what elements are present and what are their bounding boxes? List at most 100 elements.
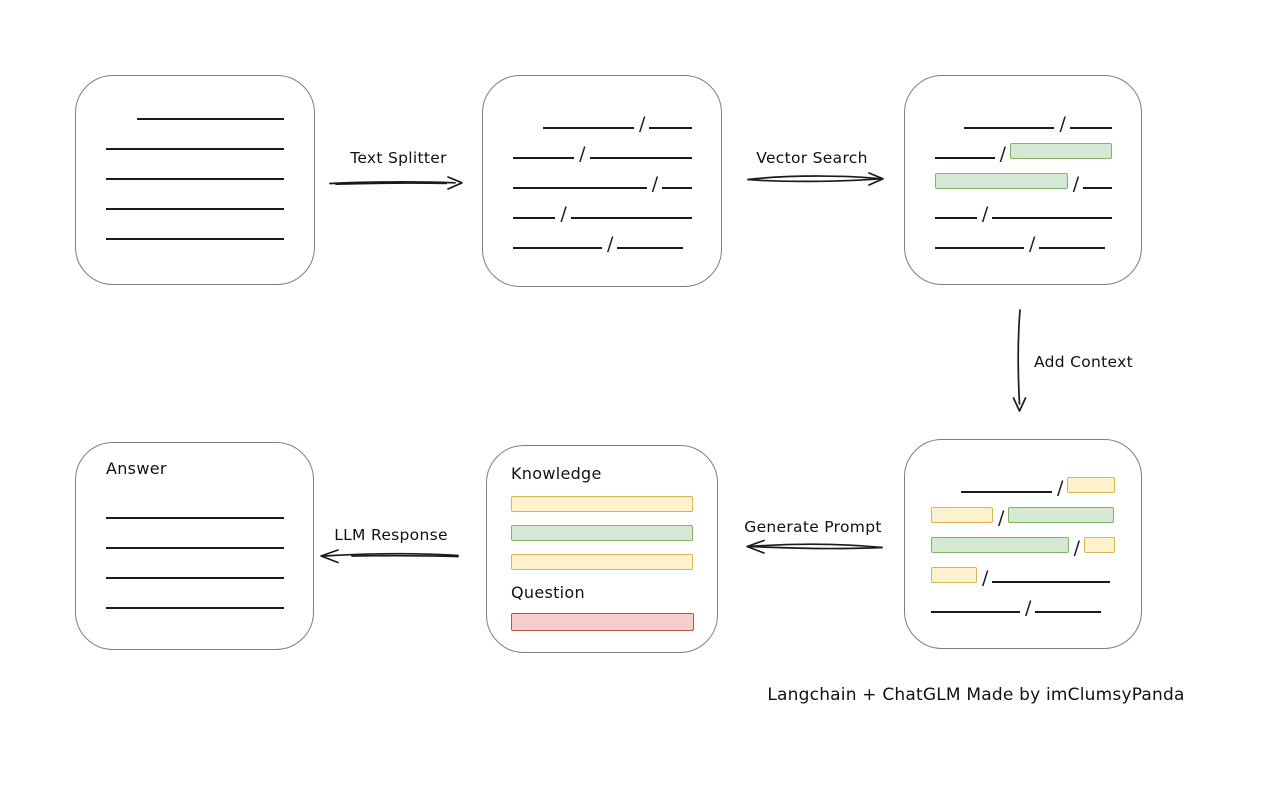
text-line	[106, 238, 284, 240]
text-line	[570, 217, 692, 219]
text-line	[964, 127, 1055, 129]
text-line	[106, 148, 284, 150]
text-line	[960, 491, 1052, 493]
yellow-highlight-chip	[1084, 537, 1115, 553]
slash-separator: /	[982, 567, 989, 589]
text-row	[106, 120, 284, 150]
context-chunks-box: / / / / /	[904, 439, 1142, 649]
indent-spacer	[513, 128, 543, 129]
text-line	[1083, 187, 1112, 189]
text-row: /	[931, 463, 1115, 499]
text-splitter-label: Text Splitter	[350, 149, 447, 167]
text-line	[106, 208, 284, 210]
knowledge-chips	[511, 496, 693, 570]
text-line	[662, 187, 692, 189]
slash-separator: /	[1059, 113, 1066, 135]
text-line	[106, 517, 284, 519]
slash-separator: /	[651, 173, 659, 195]
context-chunk-lines: / / / / /	[931, 463, 1115, 619]
slash-separator: /	[1056, 477, 1064, 499]
red-highlight-chip	[511, 613, 694, 631]
yellow-highlight-chip	[511, 496, 693, 512]
text-row: /	[931, 523, 1115, 559]
indent-spacer	[931, 492, 961, 493]
text-row: /	[935, 189, 1112, 224]
slash-separator: /	[1025, 597, 1032, 619]
generate-prompt-label: Generate Prompt	[744, 518, 882, 536]
vector-result-lines: /////	[935, 99, 1112, 255]
text-line	[935, 247, 1024, 249]
split-chunks-box: / / / / /	[482, 75, 722, 287]
text-row	[106, 549, 284, 579]
text-line	[589, 157, 692, 159]
text-row: /	[513, 219, 692, 255]
text-row: /	[931, 493, 1115, 529]
text-row: /	[931, 553, 1115, 589]
slash-separator: /	[579, 143, 586, 165]
green-highlight-chip	[1010, 143, 1112, 159]
yellow-highlight-chip	[931, 507, 993, 523]
text-row	[106, 519, 284, 549]
text-line	[931, 611, 1020, 613]
green-highlight-chip	[935, 173, 1068, 189]
add-context-label: Add Context	[1034, 353, 1133, 371]
text-row	[106, 90, 284, 120]
text-line	[136, 118, 284, 120]
text-line	[1069, 127, 1112, 129]
text-row: /	[513, 159, 692, 195]
slash-separator: /	[999, 143, 1007, 165]
text-line	[1035, 611, 1102, 613]
text-line	[513, 187, 647, 189]
text-line	[1039, 247, 1106, 249]
text-line	[992, 217, 1112, 219]
vector-search-results-box: /////	[904, 75, 1142, 285]
document-text-lines	[106, 90, 284, 240]
generate-prompt-arrow-icon	[746, 539, 883, 554]
slash-separator: /	[1073, 537, 1081, 559]
text-splitter-arrow-icon	[329, 176, 463, 190]
knowledge-label: Knowledge	[511, 464, 602, 483]
text-line	[513, 217, 556, 219]
text-line	[992, 581, 1111, 583]
text-row	[106, 150, 284, 180]
vector-search-arrow-icon	[747, 172, 884, 186]
vector-search-label: Vector Search	[756, 149, 868, 167]
text-row: /	[935, 99, 1112, 135]
text-line	[106, 577, 284, 579]
text-row: /	[935, 159, 1112, 194]
indent-spacer	[106, 119, 137, 120]
text-line	[649, 127, 693, 129]
yellow-highlight-chip	[511, 554, 693, 570]
text-row	[106, 579, 284, 609]
green-highlight-chip	[931, 537, 1069, 553]
answer-box: Answer	[75, 442, 314, 650]
text-row: /	[513, 99, 693, 135]
text-row: /	[935, 219, 1112, 255]
prompt-box: Knowledge Question	[486, 445, 718, 653]
llm-response-arrow-icon	[320, 549, 459, 564]
add-context-arrow-icon	[1012, 309, 1027, 412]
text-line	[106, 607, 284, 609]
text-line	[106, 178, 284, 180]
indent-spacer	[935, 128, 964, 129]
slash-separator: /	[1029, 233, 1036, 255]
text-line	[935, 217, 977, 219]
source-document-box	[75, 75, 315, 285]
slash-separator: /	[560, 203, 567, 225]
slash-separator: /	[638, 113, 646, 135]
text-row: /	[935, 129, 1112, 165]
slash-separator: /	[607, 233, 614, 255]
yellow-highlight-chip	[1067, 477, 1115, 493]
text-line	[106, 547, 284, 549]
slash-separator: /	[998, 507, 1005, 529]
text-row	[106, 210, 284, 240]
text-line	[935, 157, 995, 159]
text-line	[513, 247, 602, 249]
yellow-highlight-chip	[931, 567, 977, 583]
diagram-caption: Langchain + ChatGLM Made by imClumsyPand…	[767, 685, 1185, 705]
green-highlight-chip	[1008, 507, 1115, 523]
green-highlight-chip	[511, 525, 693, 541]
text-row: /	[513, 129, 692, 165]
question-chips	[511, 613, 694, 631]
